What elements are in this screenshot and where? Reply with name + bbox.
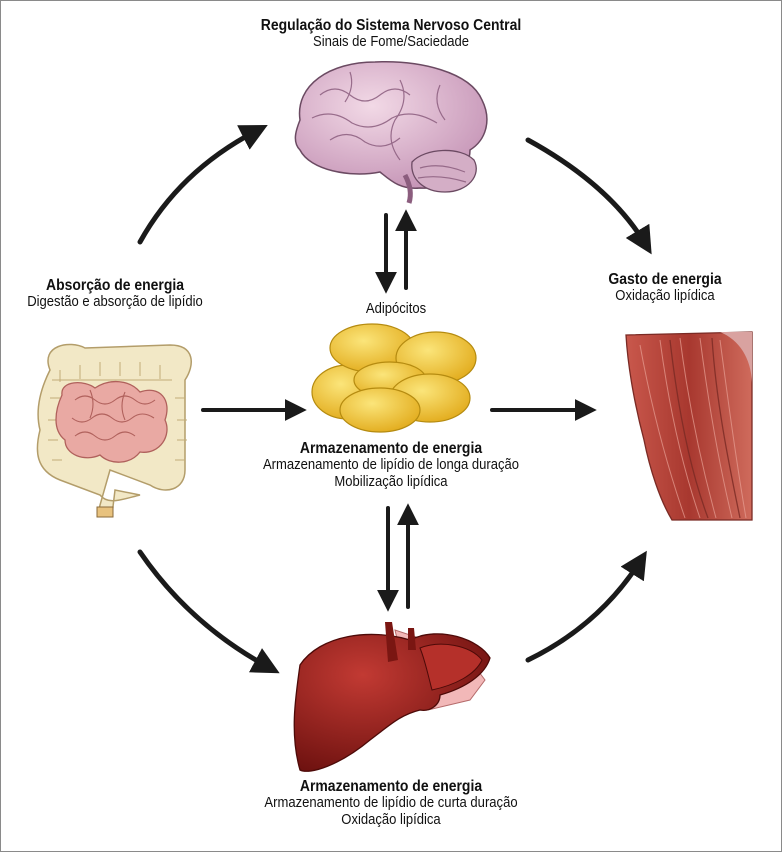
liver-title: Armazenamento de energia [299,778,483,795]
adipocytes-tag: Adipócitos [342,301,450,317]
arrow-brain-to-muscle [525,137,652,255]
liver-label: Armazenamento de energia Armazenamento d… [226,778,555,828]
intestine-illustration [36,343,192,518]
adipocytes-line2: Mobilização lipídica [334,473,448,490]
muscle-subtitle: Oxidação lipídica [615,288,715,305]
intestine-subtitle: Digestão e absorção de lipídio [27,294,203,311]
adipocytes-title: Armazenamento de energia [299,440,483,457]
liver-illustration [293,622,491,772]
brain-illustration [294,61,488,204]
muscle-label: Gasto de energia Oxidação lipídica [589,271,742,305]
brain-title: Regulação do Sistema Nervoso Central [260,17,522,34]
adipocytes-label: Adipócitos [365,301,427,317]
straight-arrows [201,209,597,612]
arrow-muscle-from-liver [525,550,647,663]
brain-label: Regulação do Sistema Nervoso Central Sin… [234,17,549,51]
muscle-title: Gasto de energia [608,271,722,288]
adipocytes-illustration [311,323,477,433]
liver-line2: Oxidação lipídica [341,811,441,828]
muscle-illustration [625,331,753,521]
liver-line1: Armazenamento de lipídio de curta duraçã… [264,795,518,812]
brain-subtitle: Sinais de Fome/Saciedade [313,34,469,51]
adipocytes-line1: Armazenamento de lipídio de longa duraçã… [262,457,520,474]
arrow-intestine-to-brain [137,124,268,245]
intestine-title: Absorção de energia [45,277,184,294]
arrow-intestine-to-liver [137,549,280,674]
adipocytes-storage-label: Armazenamento de energia Armazenamento d… [234,440,549,490]
intestine-label: Absorção de energia Digestão e absorção … [12,277,219,311]
cycle-arrows [137,124,652,674]
